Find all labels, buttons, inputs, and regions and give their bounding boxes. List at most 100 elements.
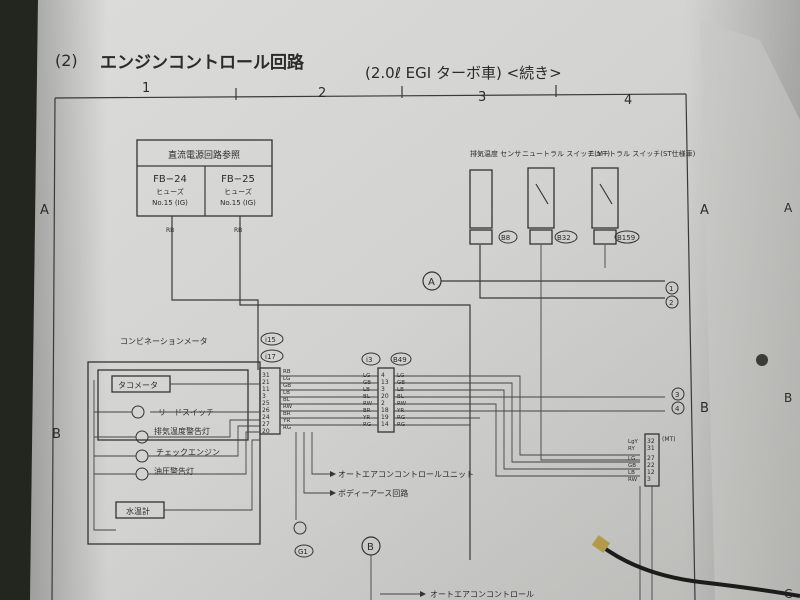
col-label-4: 4 xyxy=(624,93,632,108)
connector-b8 xyxy=(498,230,518,244)
connector-b32 xyxy=(554,230,578,244)
right-pin: 12 xyxy=(647,469,655,476)
wire-fuse-left xyxy=(171,216,259,370)
meter-wire-colors: RB LG GB LB BL RW BR YR RG xyxy=(282,369,293,431)
connector-g1-label: G1 xyxy=(298,548,308,556)
meter-pin: 26 xyxy=(262,407,270,414)
water-temp-label: 水温計 xyxy=(126,506,150,516)
body-ground-ref: ボディーアース回路 xyxy=(338,488,408,498)
right-color: GB xyxy=(628,463,636,469)
exhaust-sensor-connector xyxy=(469,229,493,245)
connector-i15 xyxy=(260,332,284,346)
connector-i15-label: i15 xyxy=(265,336,276,344)
wire-color: RB xyxy=(283,369,291,375)
arrow-body-ground xyxy=(330,490,336,496)
node-a-label: A xyxy=(428,277,435,288)
oil-warning-label: 油圧警告灯 xyxy=(154,466,194,476)
ref-3-label: 3 xyxy=(675,391,679,399)
mid-pin: 14 xyxy=(381,421,389,428)
wire-color: GB xyxy=(283,383,291,389)
row-label-a-right: A xyxy=(700,203,709,218)
connector-b49-label: B49 xyxy=(393,356,407,364)
connector-g1 xyxy=(294,544,314,558)
wire-color: BR xyxy=(283,411,291,417)
connector-b159 xyxy=(614,230,640,244)
wire-fuse-right xyxy=(239,216,471,560)
frame-right xyxy=(685,93,696,600)
right-color: LG xyxy=(628,456,635,462)
meter-pin-numbers: 31 21 11 3 25 26 24 27 20 xyxy=(262,372,270,435)
connector-b49 xyxy=(390,352,412,366)
arrow-aircon-bottom xyxy=(420,591,426,597)
right-color: RY xyxy=(628,446,635,452)
fuse-right-wire: RB xyxy=(234,227,242,234)
wire-color: LB xyxy=(283,390,290,396)
row-label-b-left: B xyxy=(52,427,61,442)
neutral-switch-mt xyxy=(527,167,555,229)
meter-pin: 25 xyxy=(262,400,270,407)
connector-b32-label: B32 xyxy=(557,234,571,242)
meter-pin: 24 xyxy=(262,414,270,421)
reed-switch-label: リードスイッチ xyxy=(158,408,214,417)
ground-symbol xyxy=(293,521,307,535)
exhaust-sensor-label: 排気温度 センサ xyxy=(470,149,521,158)
neutral-mt-connector xyxy=(529,229,553,245)
neutral-mt-contact xyxy=(535,183,549,205)
wire-color: RG xyxy=(283,425,291,431)
mid-pin: 3 xyxy=(381,386,385,393)
fuse-right-name: ヒューズ xyxy=(224,187,252,196)
paper-shadow xyxy=(30,0,800,600)
cable-terminal xyxy=(591,535,611,553)
neutral-switch-st xyxy=(591,167,619,229)
connector-i17 xyxy=(260,349,284,363)
fuse-left-id: FB−24 xyxy=(153,174,187,185)
exhaust-warning-label: 排気温度警告灯 xyxy=(154,426,210,436)
connector-b8-label: B8 xyxy=(501,234,510,242)
right-pins: 32 31 27 22 12 3 xyxy=(647,438,655,483)
col-label-3: 3 xyxy=(478,90,486,105)
diagram-title: エンジンコントロール回路 xyxy=(100,52,305,73)
wire-neutral-mt xyxy=(540,245,640,461)
exhaust-sensor xyxy=(469,169,493,229)
ref-1-label: 1 xyxy=(669,285,673,293)
wire-color: YR xyxy=(282,418,290,424)
meter-connector-block xyxy=(259,367,281,435)
mid-pin: 18 xyxy=(381,407,389,414)
section-number: (2) xyxy=(55,51,78,70)
ref-4 xyxy=(671,401,685,415)
mid-right-colors: LG GB LB BL RW YR RG RG xyxy=(396,373,407,428)
meter-internal-wires xyxy=(93,380,260,531)
node-b-label: B xyxy=(367,542,374,553)
row-label-b-right: B xyxy=(700,401,709,416)
binder-hole xyxy=(756,354,768,366)
fuse-left-name: ヒューズ xyxy=(156,187,184,196)
meter-pin: 20 xyxy=(262,428,270,435)
frame-top xyxy=(54,93,687,99)
row-label-b-curl: B xyxy=(784,391,792,405)
page-curl xyxy=(700,20,800,600)
right-color: RW xyxy=(628,477,638,483)
right-color: LgY xyxy=(628,439,639,445)
right-pin: 31 xyxy=(647,445,655,452)
neutral-st-connector xyxy=(593,229,617,245)
ref-4-label: 4 xyxy=(675,405,680,413)
diagram-subtitle: (2.0ℓ EGI ターボ車) <続き> xyxy=(365,64,562,82)
mid-connector-block xyxy=(377,367,395,433)
wire-ref-2 xyxy=(479,245,665,299)
mid-pin: 4 xyxy=(381,372,385,379)
cable xyxy=(598,543,800,598)
right-pin: 32 xyxy=(647,438,655,445)
right-pin: 27 xyxy=(647,455,655,462)
arrow-aircon-unit xyxy=(330,471,336,477)
row-label-a-left: A xyxy=(40,203,49,218)
bus-wires xyxy=(280,375,665,477)
wire-body-ground xyxy=(303,432,330,494)
meter-pin: 3 xyxy=(262,393,266,400)
mid-pin: 13 xyxy=(381,379,389,386)
mt-label: (MT) xyxy=(662,436,676,443)
connector-b159-label: B159 xyxy=(617,234,635,242)
meter-pin: 21 xyxy=(262,379,270,386)
mid-pin: 19 xyxy=(381,414,389,421)
